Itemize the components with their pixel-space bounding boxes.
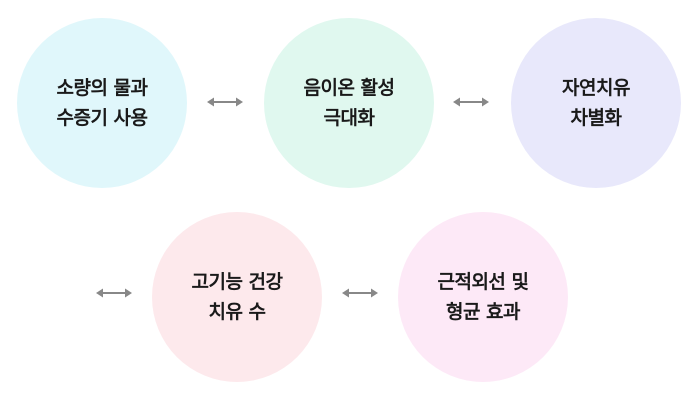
feature-circle-health-healing-water: 고기능 건강 치유 수 bbox=[152, 212, 322, 382]
feature-circle-near-infrared: 근적외선 및 형균 효과 bbox=[398, 212, 568, 382]
feature-label-line: 치유 수 bbox=[208, 301, 266, 323]
double-arrow-icon bbox=[207, 97, 243, 107]
feature-label-line: 음이온 활성 bbox=[303, 77, 395, 99]
feature-circle-natural-healing: 자연치유 차별화 bbox=[511, 18, 681, 188]
feature-label-line: 소량의 물과 bbox=[56, 77, 148, 99]
feature-label-line: 수증기 사용 bbox=[56, 107, 148, 129]
feature-label-line: 고기능 건강 bbox=[191, 271, 283, 293]
double-arrow-icon bbox=[96, 288, 132, 298]
feature-circle-small-water-steam: 소량의 물과 수증기 사용 bbox=[17, 18, 187, 188]
feature-circle-anion-activation: 음이온 활성 극대화 bbox=[264, 18, 434, 188]
feature-label-line: 극대화 bbox=[323, 107, 375, 129]
feature-label-line: 근적외선 및 bbox=[437, 271, 529, 293]
feature-label-line: 자연치유 bbox=[562, 77, 630, 99]
double-arrow-icon bbox=[453, 97, 489, 107]
double-arrow-icon bbox=[342, 288, 378, 298]
feature-label-line: 형균 효과 bbox=[445, 301, 521, 323]
feature-label-line: 차별화 bbox=[570, 107, 622, 129]
